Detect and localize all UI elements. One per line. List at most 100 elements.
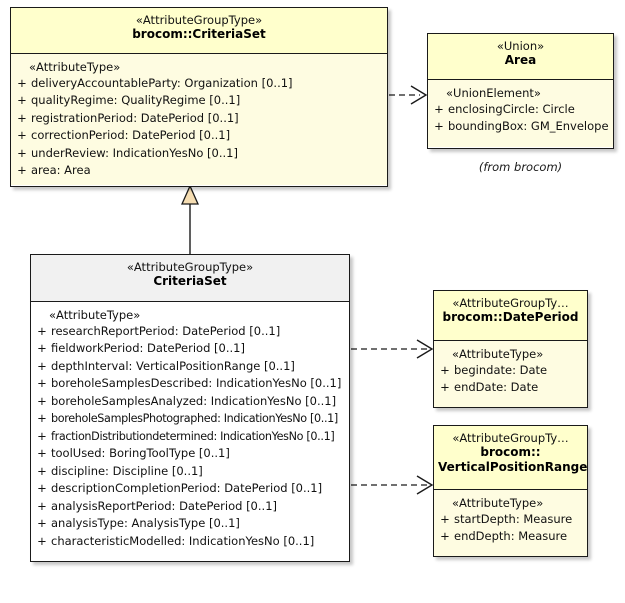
attribute-text: begindate: Date xyxy=(454,363,548,377)
class-box-brocom-dateperiod[interactable]: «AttributeGroupTy… brocom::DatePeriod «A… xyxy=(433,290,588,408)
attribute-row: + researchReportPeriod: DatePeriod [0..1… xyxy=(33,323,347,340)
attribute-text: boundingBox: GM_Envelope xyxy=(448,119,609,134)
attribute-text: underReview: IndicationYesNo [0..1] xyxy=(31,145,238,160)
attribute-visibility: + xyxy=(440,380,450,395)
attribute-row: + descriptionCompletionPeriod: DatePerio… xyxy=(33,480,347,497)
attribute-visibility: + xyxy=(440,363,450,377)
attribute-visibility: + xyxy=(17,76,27,90)
attribute-visibility: + xyxy=(37,481,47,496)
class-attributes-brocom-verticalpositionrange: «AttributeType» + startDepth: Measure + … xyxy=(434,490,587,556)
attribute-row: + startDepth: Measure xyxy=(436,511,585,528)
class-attributes-area: «UnionElement» + enclosingCircle: Circle… xyxy=(428,80,613,147)
attribute-visibility: + xyxy=(17,163,27,178)
attribute-row: + boreholeSamplesDescribed: IndicationYe… xyxy=(33,375,347,392)
attribute-group-stereotype: «UnionElement» xyxy=(446,86,541,100)
class-box-area[interactable]: «Union» Area «UnionElement» + enclosingC… xyxy=(427,33,614,149)
attribute-text: toolUsed: BoringToolType [0..1] xyxy=(51,446,230,461)
attribute-row: + begindate: Date xyxy=(436,362,585,379)
class-stereotype: «AttributeGroupType» xyxy=(135,13,263,27)
attribute-text: characteristicModelled: IndicationYesNo … xyxy=(51,533,315,548)
package-note-from-brocom: (from brocom) xyxy=(478,160,563,174)
attribute-row: + characteristicModelled: IndicationYesN… xyxy=(33,533,347,550)
attribute-group-stereotype: «AttributeType» xyxy=(29,60,121,74)
attribute-text: fractionDistributiondetermined: Indicati… xyxy=(51,429,335,443)
attribute-visibility: + xyxy=(17,128,27,143)
class-box-criteriaset[interactable]: «AttributeGroupType» CriteriaSet «Attrib… xyxy=(30,254,350,562)
attribute-visibility: + xyxy=(37,358,47,373)
attribute-row: + fractionDistributiondetermined: Indica… xyxy=(33,428,347,445)
attribute-visibility: + xyxy=(17,93,27,108)
attribute-visibility: + xyxy=(37,376,47,391)
class-name: CriteriaSet xyxy=(153,274,227,289)
attribute-text: fieldworkPeriod: DatePeriod [0..1] xyxy=(51,341,245,356)
attribute-row: + discipline: Discipline [0..1] xyxy=(33,463,347,480)
connector-dependency-criteriaset-verticalpositionrange xyxy=(351,475,434,495)
attribute-text: qualityRegime: QualityRegime [0..1] xyxy=(31,93,241,108)
class-attributes-brocom-criteriaset: «AttributeType» + deliveryAccountablePar… xyxy=(11,54,387,185)
class-box-brocom-criteriaset[interactable]: «AttributeGroupType» brocom::CriteriaSet… xyxy=(10,7,388,187)
attribute-group-stereotype: «AttributeType» xyxy=(452,496,544,510)
attribute-text: correctionPeriod: DatePeriod [0..1] xyxy=(31,128,231,143)
attribute-text: descriptionCompletionPeriod: DatePeriod … xyxy=(51,481,323,496)
attribute-row: + boundingBox: GM_Envelope xyxy=(430,118,611,135)
class-attributes-brocom-dateperiod: «AttributeType» + begindate: Date + endD… xyxy=(434,341,587,407)
attribute-visibility: + xyxy=(434,102,444,116)
attribute-visibility: + xyxy=(37,516,47,531)
attribute-visibility: + xyxy=(17,110,27,125)
class-name-line2: VerticalPositionRange xyxy=(438,459,588,474)
attribute-row: + underReview: IndicationYesNo [0..1] xyxy=(13,145,385,162)
attribute-visibility: + xyxy=(37,324,47,338)
class-attributes-criteriaset: «AttributeType» + researchReportPeriod: … xyxy=(31,302,349,561)
attribute-row: + qualityRegime: QualityRegime [0..1] xyxy=(13,92,385,109)
attribute-group-stereotype: «AttributeType» xyxy=(49,308,141,322)
attribute-text: area: Area xyxy=(31,163,91,178)
attribute-row: + analysisReportPeriod: DatePeriod [0..1… xyxy=(33,498,347,515)
attribute-visibility: + xyxy=(37,341,47,356)
attribute-row: + boreholeSamplesPhotographed: Indicatio… xyxy=(33,410,347,427)
attribute-visibility: + xyxy=(440,512,450,526)
attribute-visibility: + xyxy=(37,428,47,443)
attribute-text: discipline: Discipline [0..1] xyxy=(51,463,203,478)
class-name: brocom::DatePeriod xyxy=(442,310,579,325)
attribute-row: + fieldworkPeriod: DatePeriod [0..1] xyxy=(33,340,347,357)
attribute-row: + registrationPeriod: DatePeriod [0..1] xyxy=(13,110,385,127)
class-header-criteriaset: «AttributeGroupType» CriteriaSet xyxy=(31,255,349,302)
attribute-text: endDate: Date xyxy=(454,380,539,395)
attribute-visibility: + xyxy=(37,498,47,513)
attribute-text: startDepth: Measure xyxy=(454,512,573,526)
attribute-visibility: + xyxy=(434,119,444,134)
attribute-visibility: + xyxy=(37,446,47,461)
attribute-row: + deliveryAccountableParty: Organization… xyxy=(13,75,385,92)
attribute-visibility: + xyxy=(37,393,47,408)
class-header-brocom-verticalpositionrange: «AttributeGroupTy… brocom:: VerticalPosi… xyxy=(434,426,587,490)
attribute-visibility: + xyxy=(17,145,27,160)
connector-generalization-criteriaset xyxy=(180,184,200,254)
attribute-row: + correctionPeriod: DatePeriod [0..1] xyxy=(13,127,385,144)
connector-dependency-criteriaset-area xyxy=(389,85,428,105)
attribute-text: analysisReportPeriod: DatePeriod [0..1] xyxy=(51,498,277,513)
class-name-line1: brocom:: xyxy=(480,445,541,460)
attribute-group-stereotype: «AttributeType» xyxy=(452,347,544,361)
class-header-brocom-dateperiod: «AttributeGroupTy… brocom::DatePeriod xyxy=(434,291,587,341)
attribute-text: boreholeSamplesDescribed: IndicationYesN… xyxy=(51,376,342,391)
attribute-text: registrationPeriod: DatePeriod [0..1] xyxy=(31,110,239,125)
attribute-text: depthInterval: VerticalPositionRange [0.… xyxy=(51,358,295,373)
attribute-visibility: + xyxy=(37,411,47,426)
attribute-text: endDepth: Measure xyxy=(454,529,568,544)
class-box-brocom-verticalpositionrange[interactable]: «AttributeGroupTy… brocom:: VerticalPosi… xyxy=(433,425,588,557)
attribute-row: + area: Area xyxy=(13,162,385,179)
class-header-brocom-criteriaset: «AttributeGroupType» brocom::CriteriaSet xyxy=(11,8,387,54)
class-header-area: «Union» Area xyxy=(428,34,613,80)
class-stereotype: «AttributeGroupTy… xyxy=(452,296,569,310)
attribute-row: + depthInterval: VerticalPositionRange [… xyxy=(33,358,347,375)
attribute-text: researchReportPeriod: DatePeriod [0..1] xyxy=(51,324,281,338)
attribute-text: enclosingCircle: Circle xyxy=(448,102,575,116)
class-stereotype: «AttributeGroupTy… xyxy=(452,431,569,445)
class-stereotype: «Union» xyxy=(496,39,545,53)
class-stereotype: «AttributeGroupType» xyxy=(126,260,254,274)
attribute-row: + enclosingCircle: Circle xyxy=(430,101,611,118)
attribute-row: + boreholeSamplesAnalyzed: IndicationYes… xyxy=(33,393,347,410)
class-name: brocom::CriteriaSet xyxy=(132,27,266,42)
class-name: Area xyxy=(504,53,537,68)
attribute-row: + analysisType: AnalysisType [0..1] xyxy=(33,515,347,532)
